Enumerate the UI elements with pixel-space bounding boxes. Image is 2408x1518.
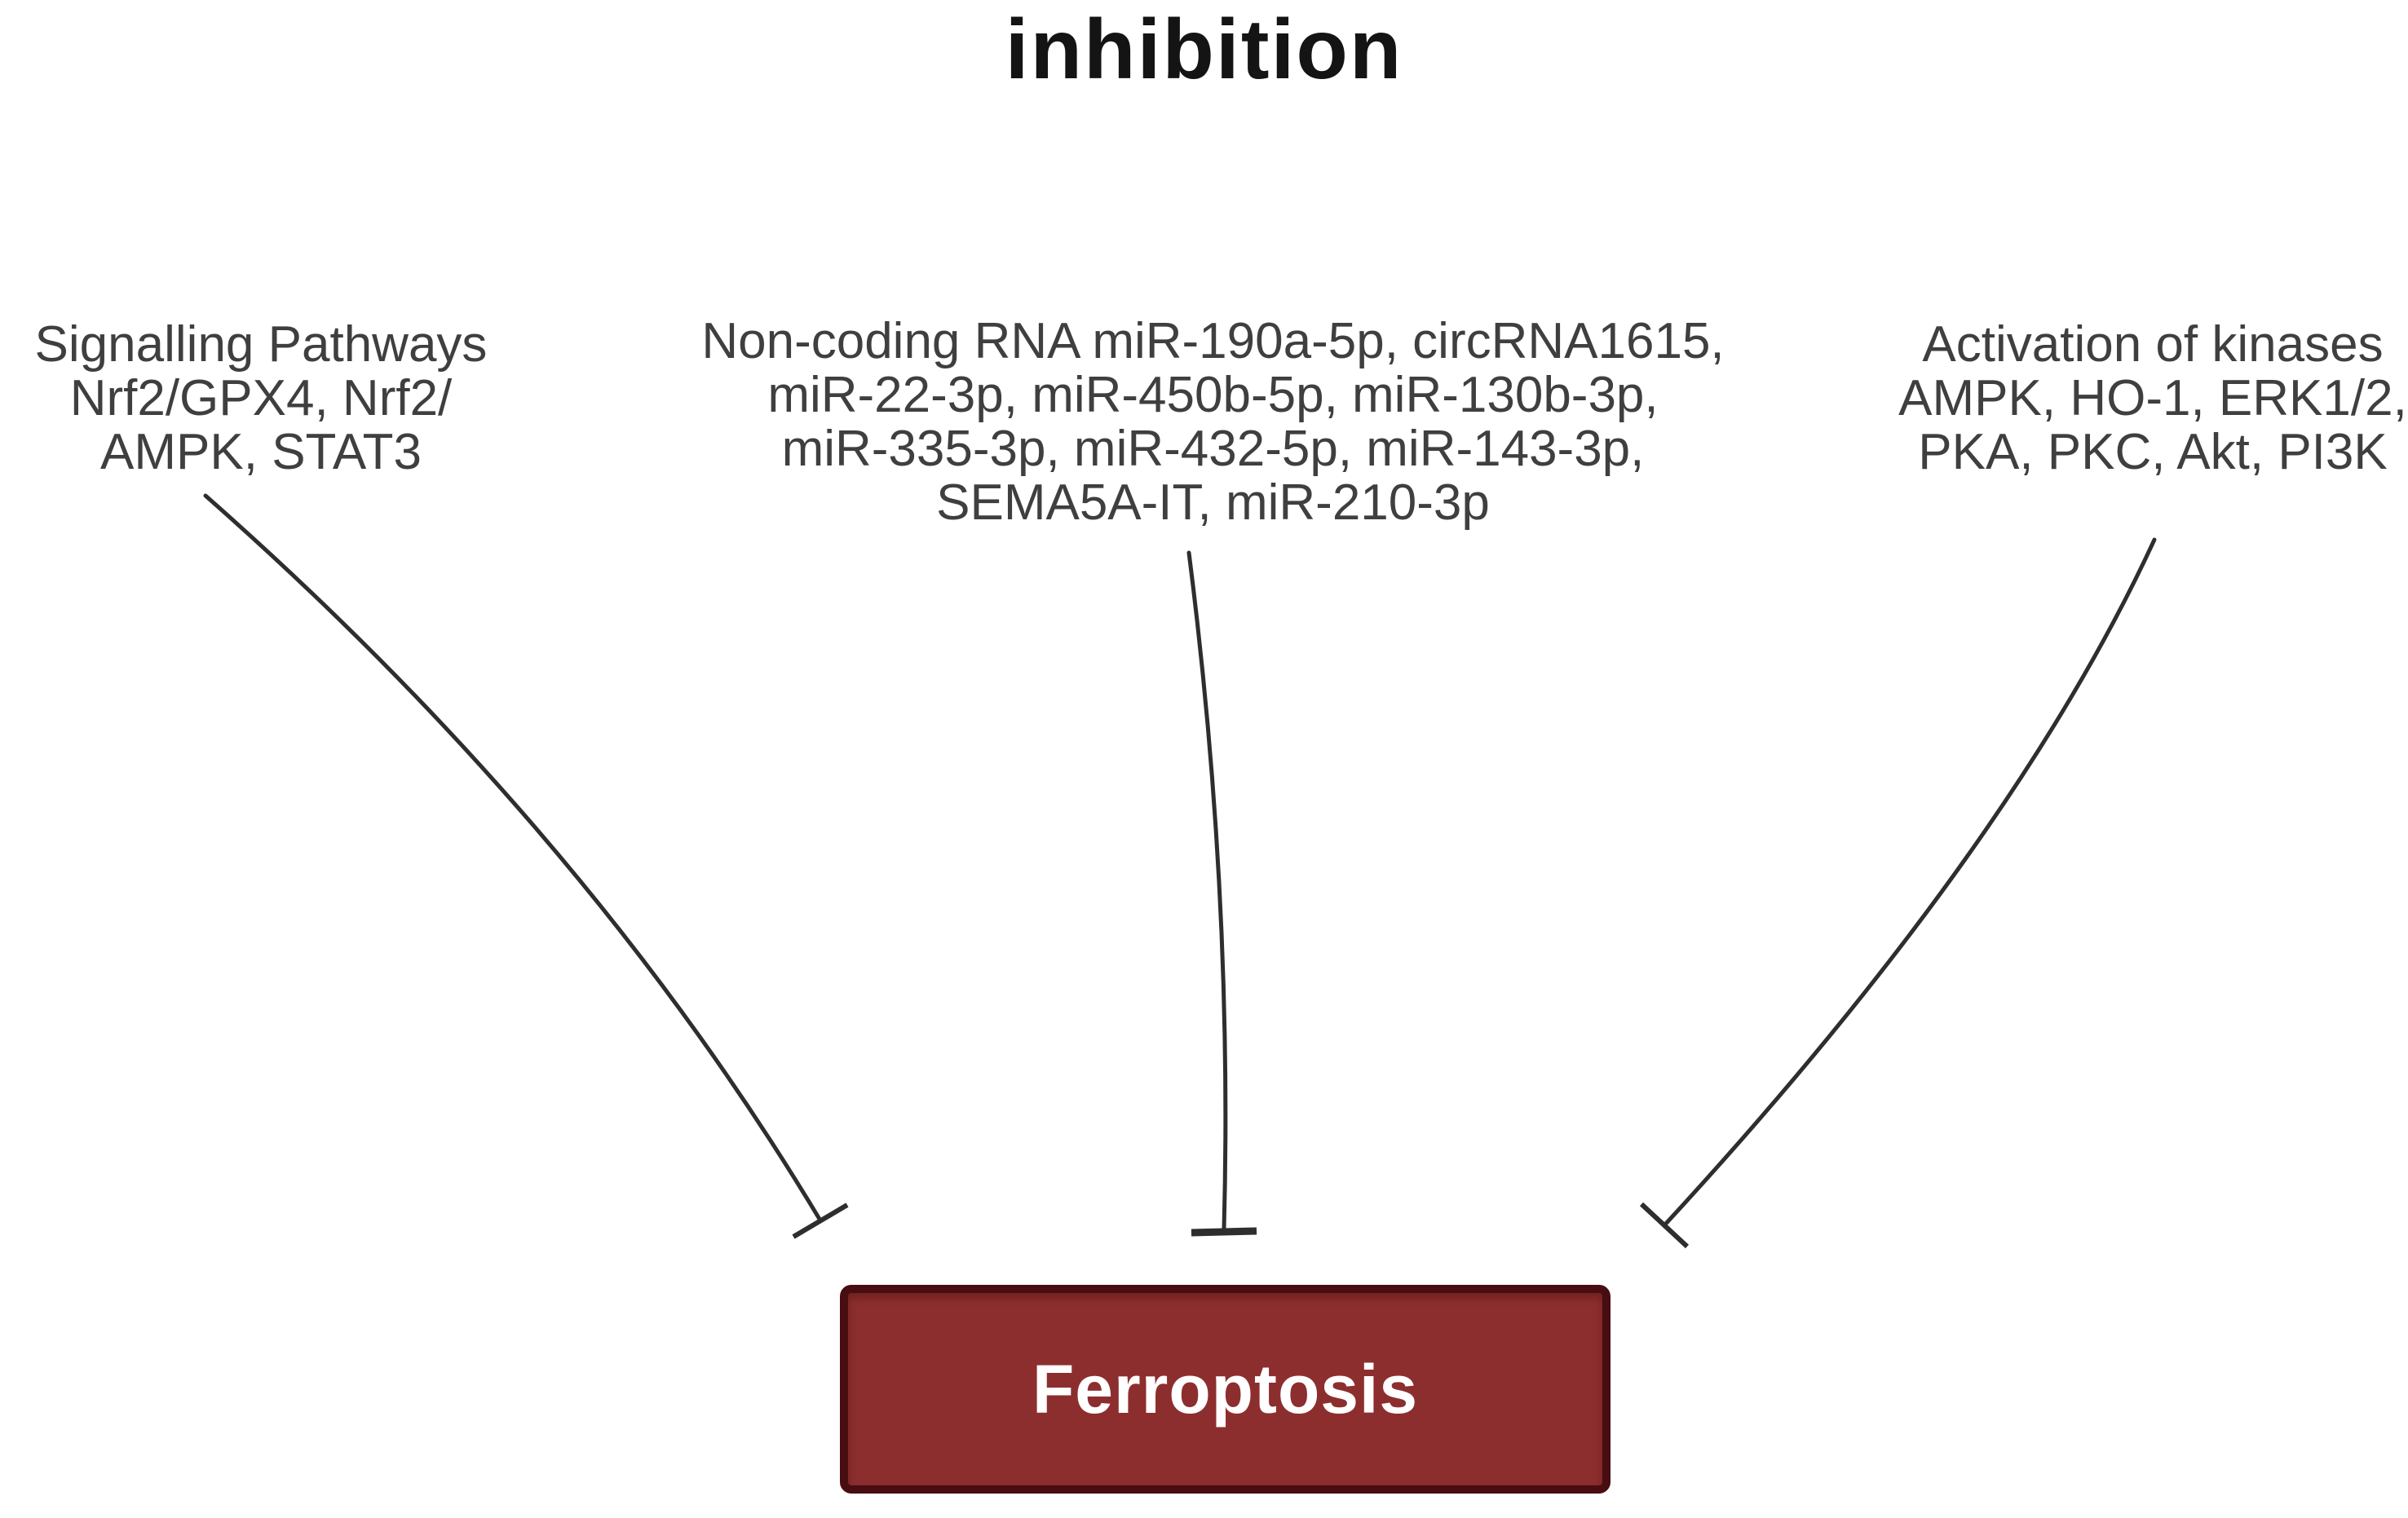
edge-noncoding-tbar-icon <box>1191 1227 1257 1237</box>
node-signalling-line-2: Nrf2/GPX4, Nrf2/ <box>69 370 453 426</box>
node-kinases-line-3: PKA, PKC, Akt, PI3K <box>1918 424 2388 480</box>
node-noncoding-line-2: miR-22-3p, miR-450b-5p, miR-130b-3p, <box>767 367 1659 423</box>
node-signalling-line-3: AMPK, STAT3 <box>100 424 422 480</box>
edge-signalling-to-ferroptosis <box>203 493 849 1239</box>
edge-noncoding-to-ferroptosis <box>1186 550 1257 1237</box>
node-noncoding-line-3: miR-335-3p, miR-432-5p, miR-143-3p, <box>781 421 1645 477</box>
edge-signalling-line <box>203 493 823 1223</box>
edge-noncoding-line <box>1186 550 1228 1232</box>
node-noncoding-rna: Non-coding RNA miR-190a-5p, circRNA1615,… <box>652 315 1774 530</box>
edge-kinases-to-ferroptosis <box>1639 537 2157 1249</box>
ferroptosis-box: Ferroptosis <box>840 1285 1610 1494</box>
edge-kinases-tbar-icon <box>1639 1202 1690 1249</box>
node-noncoding-line-4: SEMA5A-IT, miR-210-3p <box>936 474 1490 531</box>
node-signalling-line-1: Signalling Pathways <box>34 316 488 373</box>
node-signalling-pathways: Signalling Pathways Nrf2/GPX4, Nrf2/ AMP… <box>0 318 530 479</box>
ferroptosis-label: Ferroptosis <box>1032 1350 1419 1428</box>
node-noncoding-line-1: Non-coding RNA miR-190a-5p, circRNA1615, <box>701 313 1725 369</box>
node-kinases-line-2: AMPK, HO-1, ERK1/2, <box>1898 370 2407 426</box>
node-kinases-line-1: Activation of kinases <box>1922 316 2384 373</box>
edge-kinases-line <box>1662 537 2157 1228</box>
edge-signalling-tbar-icon <box>792 1202 849 1239</box>
diagram-title: inhibition <box>1005 2 1403 97</box>
node-kinase-activation: Activation of kinases AMPK, HO-1, ERK1/2… <box>1876 318 2408 479</box>
